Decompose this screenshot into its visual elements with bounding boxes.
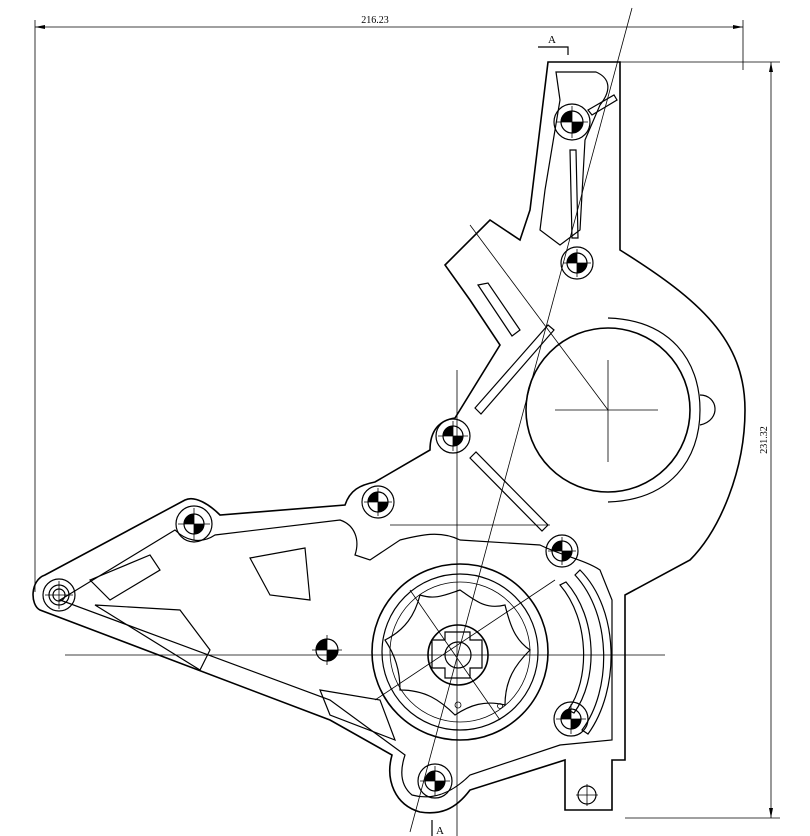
- section-label-top: A: [548, 34, 556, 46]
- pump-rotor: [371, 563, 549, 741]
- mount-hole-left: [42, 578, 76, 612]
- height-dimension-value: 231.32: [759, 426, 770, 454]
- housing-inner-rib: [539, 71, 609, 246]
- mount-hole-bottom: [576, 784, 598, 806]
- bolt-hole-6: [545, 534, 579, 568]
- bolt-hole-2: [560, 246, 594, 280]
- bolt-hole-1: [553, 103, 591, 141]
- section-marker-bottom: A: [431, 820, 444, 836]
- bolt-hole-3: [435, 418, 471, 454]
- bolt-hole-5: [175, 505, 213, 543]
- construction-lines: [65, 7, 665, 836]
- bolt-hole-7: [312, 635, 342, 665]
- width-dimension: 216.23: [34, 15, 744, 592]
- bolt-hole-4: [361, 485, 395, 519]
- width-dimension-value: 216.23: [361, 15, 389, 26]
- section-marker-top: A: [538, 34, 569, 55]
- height-dimension: 231.32: [616, 61, 780, 819]
- slots: [88, 94, 618, 742]
- bolt-hole-8: [553, 701, 589, 737]
- main-bore: [525, 317, 716, 503]
- bolt-hole-9: [417, 763, 453, 799]
- section-label-bottom: A: [436, 825, 444, 836]
- housing-inner-rib-lower: [58, 519, 613, 798]
- housing-outline: [32, 61, 746, 814]
